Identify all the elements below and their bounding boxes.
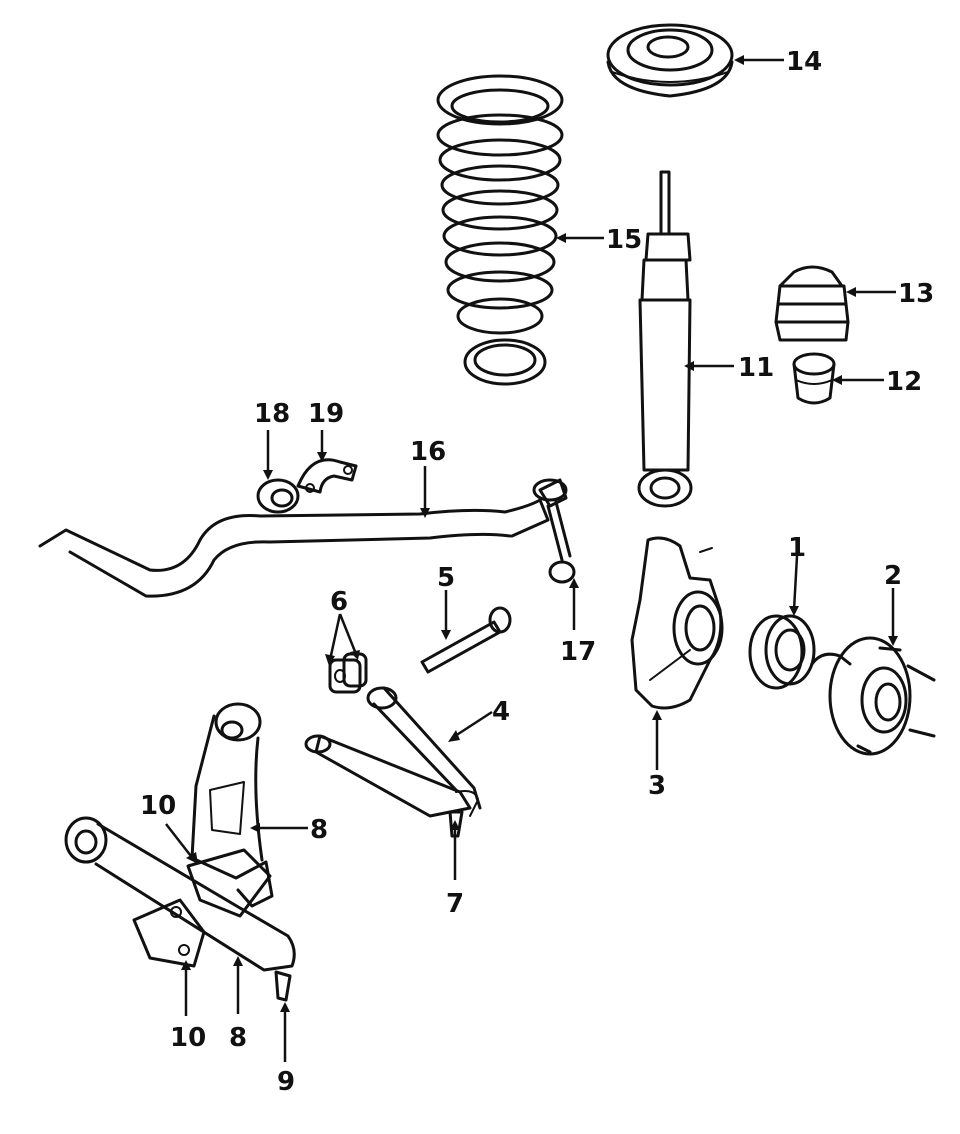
part-3-steering-knuckle [630, 536, 724, 710]
callout-7: 7 [446, 889, 464, 919]
callout-18: 18 [254, 399, 290, 429]
callout-4: 4 [492, 697, 510, 727]
part-5-bolt [420, 606, 512, 674]
callout-9: 9 [277, 1067, 295, 1097]
callout-17: 17 [560, 637, 596, 667]
callout-10-upper: 10 [140, 791, 176, 821]
part-15-coil-spring [436, 74, 564, 386]
part-12-jounce-bumper [792, 352, 836, 405]
part-17-stabilizer-link [532, 478, 576, 584]
callout-12: 12 [886, 367, 922, 397]
part-8-lower-arm-bracket [190, 702, 274, 908]
callout-11: 11 [738, 353, 774, 383]
callout-8-upper: 8 [310, 815, 328, 845]
part-13-dust-boot [774, 265, 850, 342]
callout-8-lower: 8 [229, 1023, 247, 1053]
callout-14: 14 [786, 47, 822, 77]
callout-6: 6 [330, 587, 348, 617]
leader-lines [165, 55, 898, 1062]
part-2-wheel-hub [810, 636, 936, 756]
part-19-stabilizer-bracket [296, 458, 358, 494]
callout-1: 1 [788, 533, 806, 563]
part-11-shock-absorber [637, 170, 693, 508]
part-6-bushings [328, 652, 368, 694]
callout-13: 13 [898, 279, 934, 309]
callout-3: 3 [648, 771, 666, 801]
part-lower-control-arm-assembly [64, 816, 296, 1002]
callout-10-lower: 10 [170, 1023, 206, 1053]
callout-16: 16 [410, 437, 446, 467]
part-4-upper-control-arm [304, 686, 482, 818]
callout-2: 2 [884, 561, 902, 591]
part-18-stabilizer-bushing [256, 478, 300, 514]
part-16-stabilizer-bar [38, 498, 550, 598]
callout-19: 19 [308, 399, 344, 429]
part-14-spring-upper-seat [606, 23, 734, 98]
callout-15: 15 [606, 225, 642, 255]
part-1-wheel-bearing [748, 614, 816, 690]
callout-labels: 1 2 3 4 5 6 7 8 8 9 10 10 11 12 13 14 15… [140, 47, 934, 1097]
callout-5: 5 [437, 563, 455, 593]
